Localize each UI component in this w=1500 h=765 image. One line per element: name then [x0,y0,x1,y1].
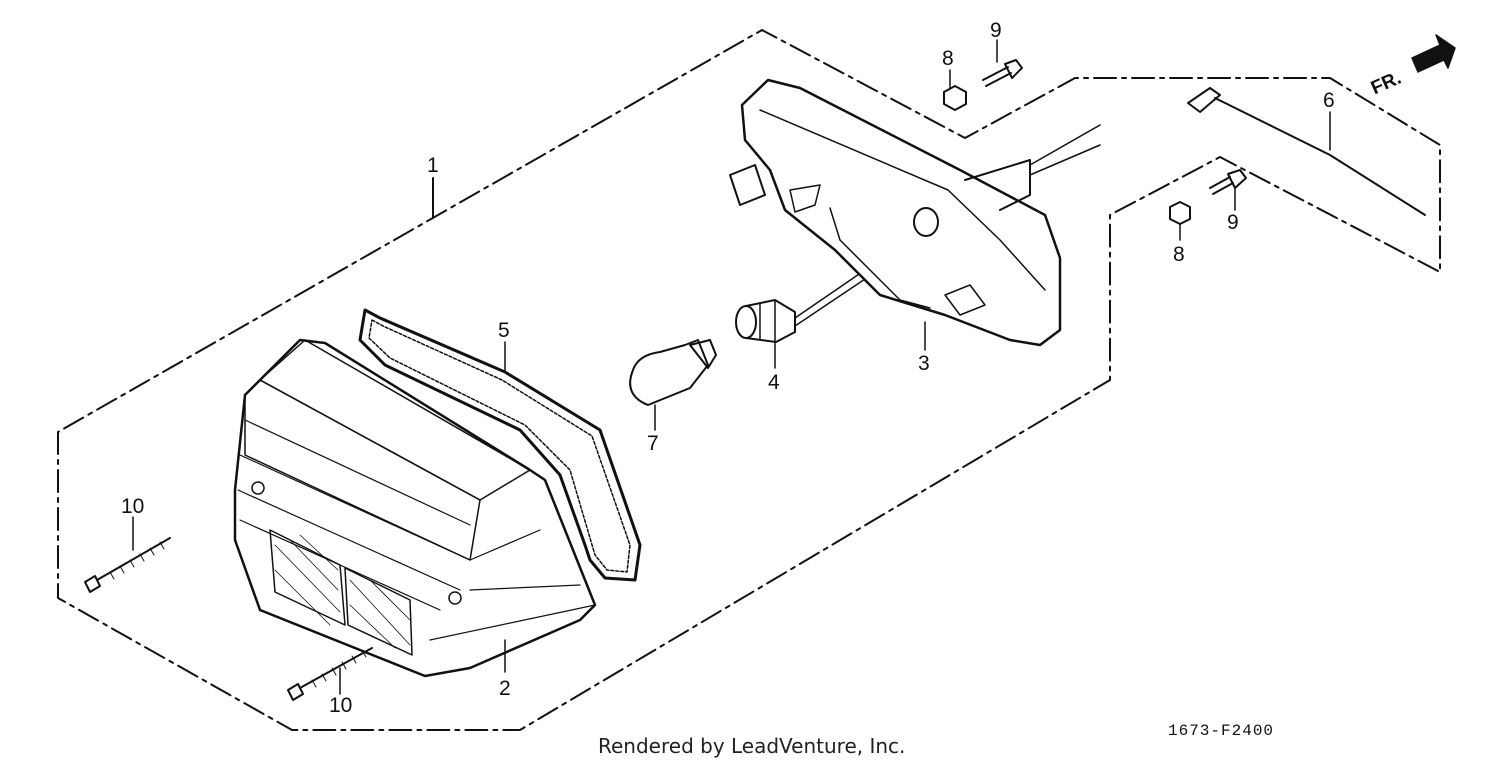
callout-9-lower: 9 [1227,211,1239,234]
callout-8-upper: 8 [942,47,954,70]
callout-3: 3 [918,352,930,375]
lens-housing-part-2 [235,340,595,676]
bulb-part-7 [630,340,716,430]
callout-6: 6 [1323,89,1335,112]
callout-10-upper: 10 [121,495,145,518]
bolt-part-9-lower [1210,170,1246,210]
screw-part-10-upper [85,517,170,592]
base-case-part-3 [730,80,1100,350]
callout-8-lower: 8 [1173,243,1185,266]
nut-part-8-upper [944,70,966,110]
callout-1: 1 [427,154,439,177]
wire-part-6 [1188,88,1425,215]
front-direction-arrow [1412,35,1455,72]
nut-part-8-lower [1170,202,1190,240]
callout-4: 4 [768,371,780,394]
callout-2: 2 [499,677,511,700]
gasket-part-5 [360,310,640,580]
bolt-part-9-upper [983,40,1022,86]
assembly-group-boundary [58,30,1440,730]
reference-code: 1673-F2400 [1168,722,1275,740]
callout-10-lower: 10 [329,694,353,717]
callout-9-upper: 9 [990,19,1002,42]
render-credit: Rendered by LeadVenture, Inc. [598,734,906,758]
callout-5: 5 [498,319,510,342]
callout-7: 7 [647,432,659,455]
screw-part-10-lower [288,648,372,700]
